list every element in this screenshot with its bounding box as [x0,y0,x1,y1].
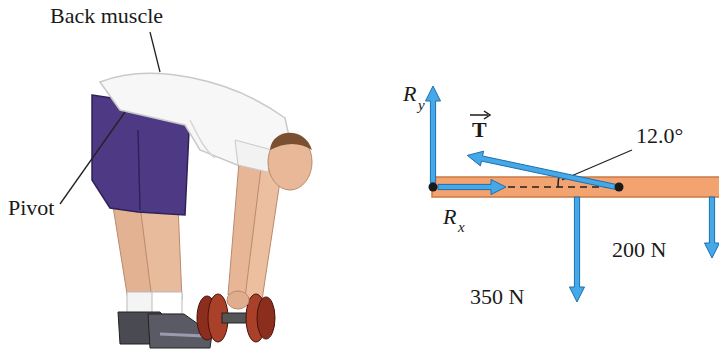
force-label: T [472,118,487,142]
force-subscript: x [458,219,465,236]
force-value: 350 N [470,285,524,309]
attachment-dot [615,183,624,192]
force-arrow [438,180,506,195]
force-arrow [467,151,616,189]
force-label: R [403,82,416,106]
force-arrow [570,197,585,302]
force-subscript: y [418,97,425,114]
person-photo [92,73,312,348]
reference-line [508,186,614,187]
force-value: 200 N [612,238,666,262]
leader-line [60,112,125,204]
force-arrow [705,197,719,258]
force-label: R [443,205,456,229]
leader-line [150,32,160,72]
part-label: Pivot [8,196,54,220]
pivot-dot [429,183,438,192]
part-label: Back muscle [50,4,163,28]
force-arrow [426,86,441,183]
vector-arrow [470,114,488,116]
angle-label: 12.0° [636,124,683,148]
